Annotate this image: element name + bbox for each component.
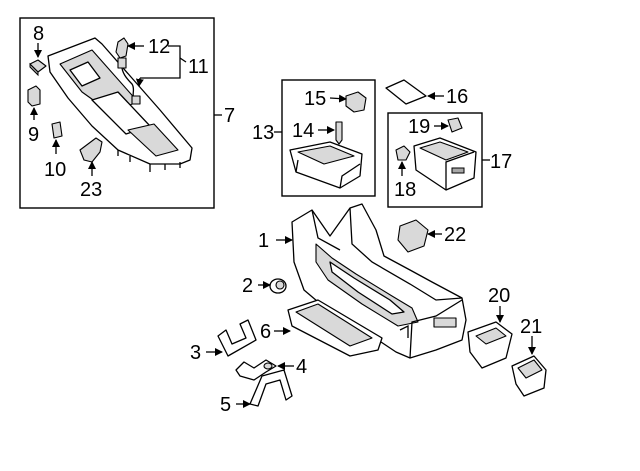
inset-frame-compartment bbox=[281, 79, 376, 197]
callout-22: 22 bbox=[444, 224, 466, 246]
callout-10: 10 bbox=[44, 159, 66, 181]
part-16-mat: 16 bbox=[385, 79, 468, 108]
shift-panel-group: 8 9 10 12 11 23 7 bbox=[19, 17, 235, 209]
callout-9: 9 bbox=[28, 124, 39, 146]
callout-14: 14 bbox=[292, 120, 314, 142]
part-11-harness bbox=[117, 57, 141, 105]
part-10-block bbox=[51, 121, 63, 139]
part-8-clip bbox=[29, 59, 47, 77]
part-14-pin bbox=[335, 121, 343, 145]
console-body-drawing bbox=[291, 203, 467, 359]
callout-18: 18 bbox=[394, 179, 416, 201]
part-20-bracket: 20 bbox=[467, 285, 513, 369]
callout-12: 12 bbox=[148, 36, 170, 58]
callout-20: 20 bbox=[488, 285, 510, 307]
part-6-tray: 6 bbox=[260, 299, 383, 357]
part-5-bracket: 5 bbox=[220, 369, 293, 416]
part-12-connector bbox=[115, 37, 129, 59]
part-18-clip bbox=[395, 145, 411, 161]
compartment-group: 15 14 13 bbox=[252, 79, 376, 197]
callout-5: 5 bbox=[220, 394, 231, 416]
part-15-clip bbox=[345, 91, 367, 113]
callout-13: 13 bbox=[252, 122, 274, 144]
part-9-bracket bbox=[27, 85, 41, 107]
callout-23: 23 bbox=[80, 179, 102, 201]
inset-frame-shift-panel bbox=[19, 17, 215, 209]
callout-17: 17 bbox=[490, 151, 512, 173]
compartment-drawing bbox=[289, 141, 363, 189]
part-4-bracket: 4 bbox=[235, 356, 307, 381]
callout-15: 15 bbox=[304, 88, 326, 110]
callout-19: 19 bbox=[408, 116, 430, 138]
callout-1: 1 bbox=[258, 230, 269, 252]
storage-box-group: 19 18 17 bbox=[387, 112, 512, 208]
part-23-bracket bbox=[79, 137, 103, 163]
callout-3: 3 bbox=[190, 342, 201, 364]
callout-16: 16 bbox=[446, 86, 468, 108]
callout-7: 7 bbox=[224, 105, 235, 127]
part-19-clip bbox=[447, 117, 463, 133]
part-22-panel: 22 bbox=[397, 219, 466, 253]
storage-box-drawing bbox=[413, 137, 477, 191]
callout-6: 6 bbox=[260, 321, 271, 343]
callout-21: 21 bbox=[520, 316, 542, 338]
part-21-cover: 21 bbox=[511, 316, 547, 397]
callout-11: 11 bbox=[188, 56, 209, 78]
shift-panel-drawing bbox=[47, 37, 193, 172]
part-2-cap: 2 bbox=[242, 275, 287, 297]
callout-8: 8 bbox=[33, 23, 44, 45]
part-3-bracket: 3 bbox=[190, 319, 257, 364]
callout-2: 2 bbox=[242, 275, 253, 297]
callout-4: 4 bbox=[296, 356, 307, 378]
